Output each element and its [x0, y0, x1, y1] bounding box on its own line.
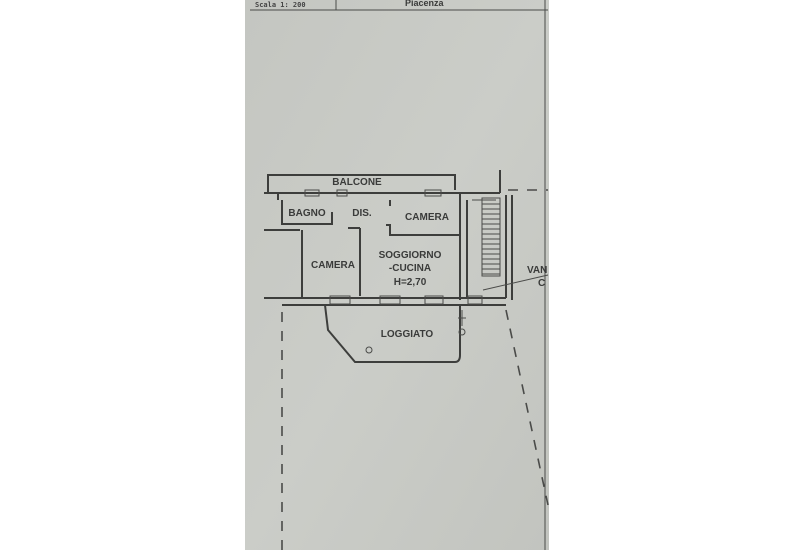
room-label-soggiorno: SOGGIORNO — [379, 250, 442, 261]
room-label-bagno: BAGNO — [288, 208, 325, 219]
property-boundary — [281, 189, 549, 550]
title-block: Scala 1: 200 Piacenza — [250, 0, 548, 550]
room-label-dis: DIS. — [352, 208, 372, 219]
room-label-balcone: BALCONE — [332, 177, 382, 188]
paper-sheet — [245, 0, 549, 550]
staircase — [472, 197, 501, 277]
room-label-camera-left: CAMERA — [311, 260, 355, 271]
loggiato-outline — [324, 304, 466, 363]
room-label-camera-right: CAMERA — [405, 212, 449, 223]
place-label: Piacenza — [405, 0, 445, 8]
walls — [264, 170, 513, 306]
room-label-vano-partial: VAN — [527, 265, 547, 276]
room-height-label: H=2,70 — [394, 277, 427, 288]
windows — [304, 189, 483, 305]
scale-label: Scala 1: 200 — [255, 1, 306, 9]
room-label-loggiato: LOGGIATO — [381, 329, 434, 340]
room-label-cucina: -CUCINA — [389, 263, 431, 274]
room-label-vano-partial-2: C — [538, 278, 545, 289]
